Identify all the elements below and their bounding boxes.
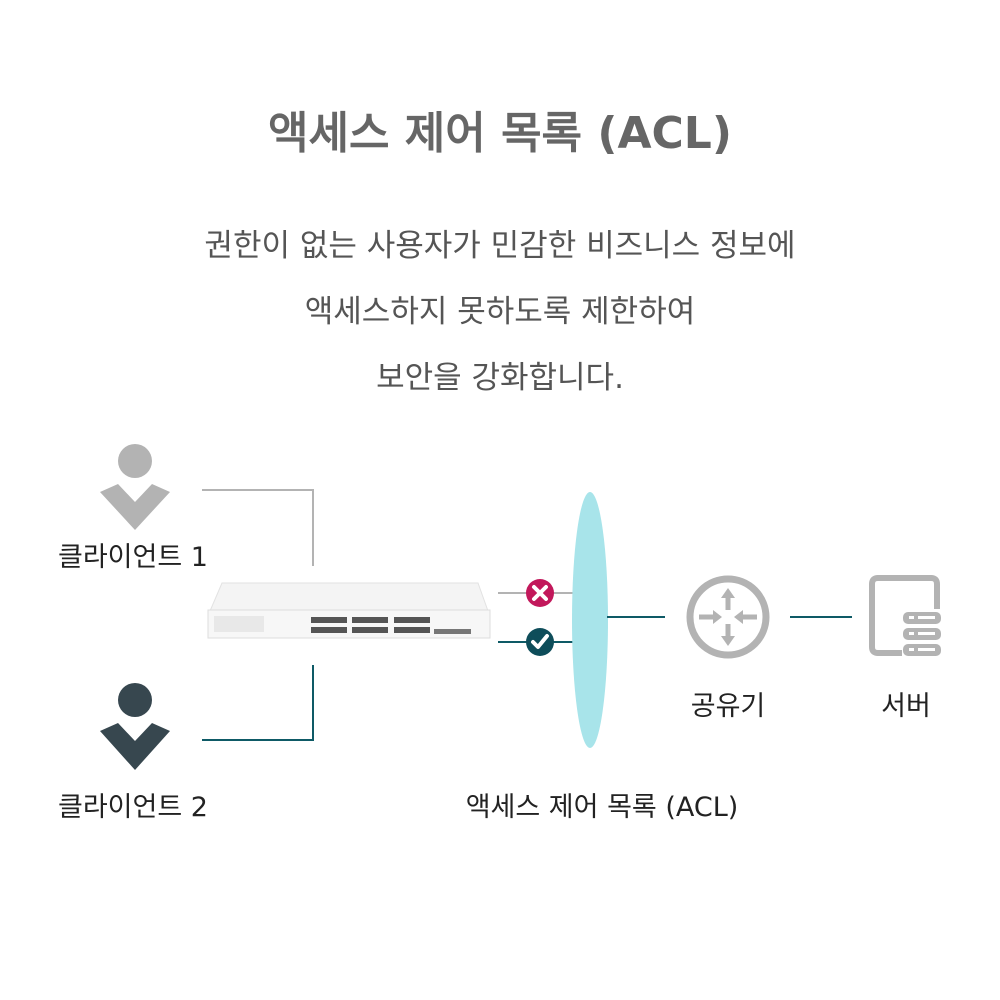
client-2-link xyxy=(202,665,314,741)
page-title: 액세스 제어 목록 (ACL) xyxy=(268,108,732,159)
router-icon xyxy=(686,575,770,659)
client-2-label: 클라이언트 2 xyxy=(58,792,208,823)
server-label: 서버 xyxy=(881,691,931,722)
client-1-user-icon xyxy=(100,444,170,530)
allowed-check-icon xyxy=(526,628,554,656)
router-label: 공유기 xyxy=(691,691,766,722)
client-2-user-icon xyxy=(100,683,170,770)
network-switch-image xyxy=(207,582,491,639)
description-line: 보안을 강화합니다. xyxy=(376,360,624,396)
acl-label: 액세스 제어 목록 (ACL) xyxy=(466,792,739,823)
acl-barrier xyxy=(572,492,608,748)
client-1-link xyxy=(202,489,314,566)
server-icon xyxy=(869,575,941,656)
client-1-label: 클라이언트 1 xyxy=(58,542,208,573)
description-line: 권한이 없는 사용자가 민감한 비즈니스 정보에 xyxy=(204,228,795,264)
denied-x-icon xyxy=(526,579,554,607)
description-line: 액세스하지 못하도록 제한하여 xyxy=(305,294,695,330)
